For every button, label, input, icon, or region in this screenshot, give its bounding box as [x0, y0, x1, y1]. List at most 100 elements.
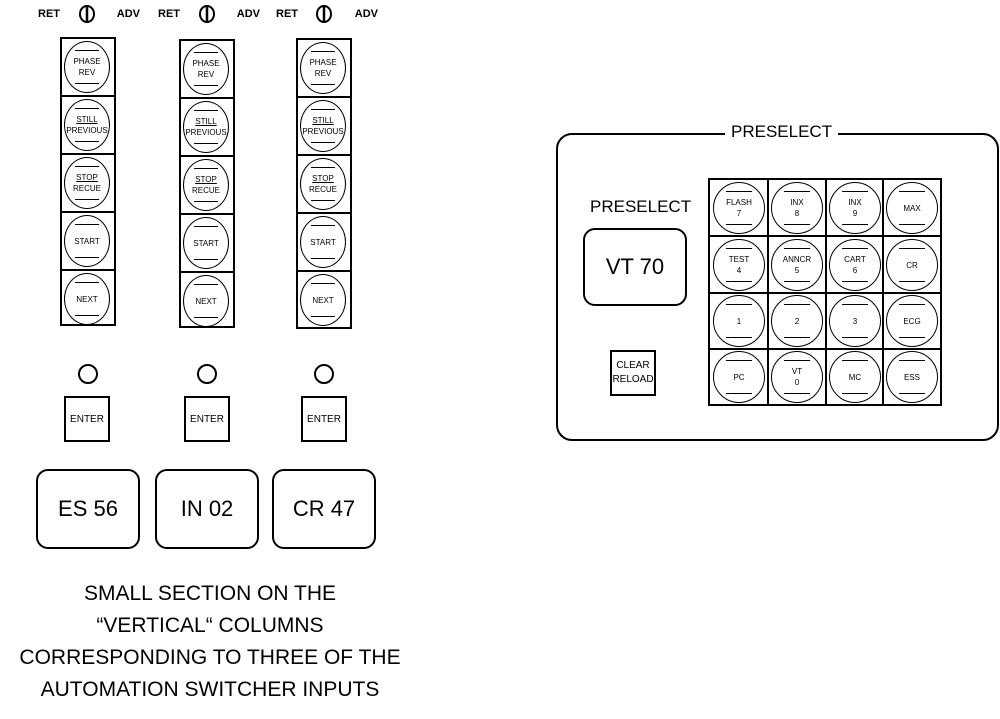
preselect-label: PRESELECT: [590, 197, 692, 216]
keypad-cell: ECG: [883, 293, 940, 349]
tally-lamp: [78, 364, 98, 384]
enter-button[interactable]: ENTER: [64, 396, 110, 442]
next-button[interactable]: NEXT: [183, 275, 229, 327]
enter-button[interactable]: ENTER: [184, 396, 230, 442]
button-label: STILL: [76, 115, 98, 124]
preselect-key[interactable]: ANNCR 5: [771, 239, 823, 291]
stop-recue-button[interactable]: STOP RECUE: [300, 158, 346, 210]
start-button[interactable]: START: [300, 216, 346, 268]
diagram-caption: SMALL SECTION ON THE “VERTICAL“ COLUMNS …: [5, 578, 415, 706]
next-button[interactable]: NEXT: [300, 274, 346, 326]
start-button[interactable]: START: [183, 217, 229, 269]
clear-label: CLEAR: [616, 360, 650, 371]
key-label: MAX: [903, 203, 921, 213]
button-label: REV: [78, 68, 96, 77]
button-label: PHASE: [309, 58, 337, 67]
preselect-key[interactable]: ECG: [886, 295, 938, 347]
still-previous-button[interactable]: STILL PREVIOUS: [64, 99, 110, 151]
keypad-cell: PC: [710, 349, 767, 405]
preselect-key[interactable]: 2: [771, 295, 823, 347]
keypad-cell: 2: [768, 293, 825, 349]
button-label: RECUE: [308, 185, 337, 194]
source-display: ES 56: [36, 469, 140, 549]
button-label: STILL: [195, 117, 217, 126]
ret-adv-selector[interactable]: RET ADV: [266, 5, 386, 23]
stop-recue-button[interactable]: STOP RECUE: [183, 159, 229, 211]
button-label: STOP: [312, 174, 334, 183]
button-label: RECUE: [191, 186, 220, 195]
start-button[interactable]: START: [64, 215, 110, 267]
strip-cell: NEXT: [181, 273, 233, 328]
preselect-key[interactable]: ESS: [886, 351, 938, 403]
keypad-cell: MC: [826, 349, 883, 405]
adv-label: ADV: [116, 8, 140, 20]
button-label: START: [193, 238, 219, 248]
key-label: 5: [794, 266, 800, 275]
key-label: 9: [852, 209, 858, 218]
rotary-knob-icon[interactable]: [78, 5, 96, 23]
preselect-key[interactable]: PC: [713, 351, 765, 403]
caption-line: CORRESPONDING TO THREE OF THE: [19, 646, 401, 669]
still-previous-button[interactable]: STILL PREVIOUS: [300, 100, 346, 152]
ret-label: RET: [276, 8, 298, 20]
preselect-key[interactable]: CR: [886, 239, 938, 291]
ret-adv-selector[interactable]: RET ADV: [28, 5, 148, 23]
key-label: MC: [848, 372, 862, 382]
enter-button[interactable]: ENTER: [301, 396, 347, 442]
button-label: PREVIOUS: [66, 126, 108, 135]
key-label: 4: [736, 266, 742, 275]
preselect-key[interactable]: MC: [829, 351, 881, 403]
ret-adv-selector[interactable]: RET ADV: [148, 5, 268, 23]
strip-cell: NEXT: [62, 271, 114, 326]
rotary-knob-icon[interactable]: [198, 5, 216, 23]
button-label: STOP: [195, 175, 217, 184]
key-label: ANNCR: [782, 255, 812, 264]
tally-lamp: [314, 364, 334, 384]
key-label: 6: [852, 266, 858, 275]
button-label: PHASE: [73, 57, 101, 66]
key-label: CR: [906, 260, 918, 270]
button-label: NEXT: [76, 294, 98, 304]
rotary-knob-icon[interactable]: [315, 5, 333, 23]
preselect-key[interactable]: MAX: [886, 182, 938, 234]
preselect-key[interactable]: 1: [713, 295, 765, 347]
clear-reload-button[interactable]: CLEAR RELOAD: [610, 350, 656, 396]
phase-rev-button[interactable]: PHASE REV: [64, 41, 110, 93]
button-label: STILL: [312, 116, 334, 125]
preselect-display: VT 70: [583, 228, 687, 306]
strip-cell: STOP RECUE: [298, 156, 350, 214]
source-display: CR 47: [272, 469, 376, 549]
key-label: FLASH: [726, 198, 752, 207]
keypad-cell: ESS: [883, 349, 940, 405]
caption-line: AUTOMATION SWITCHER INPUTS: [40, 678, 380, 701]
button-label: START: [310, 237, 336, 247]
key-label: INX: [790, 198, 804, 207]
keypad-cell: ANNCR 5: [768, 237, 825, 293]
key-label: 3: [852, 316, 858, 326]
next-button[interactable]: NEXT: [64, 273, 110, 325]
button-label: PHASE: [192, 59, 220, 68]
button-label: STOP: [76, 173, 98, 182]
strip-cell: START: [298, 214, 350, 272]
source-display: IN 02: [155, 469, 259, 549]
preselect-key[interactable]: 3: [829, 295, 881, 347]
keypad-cell: MAX: [883, 180, 940, 236]
button-label: PREVIOUS: [302, 127, 344, 136]
